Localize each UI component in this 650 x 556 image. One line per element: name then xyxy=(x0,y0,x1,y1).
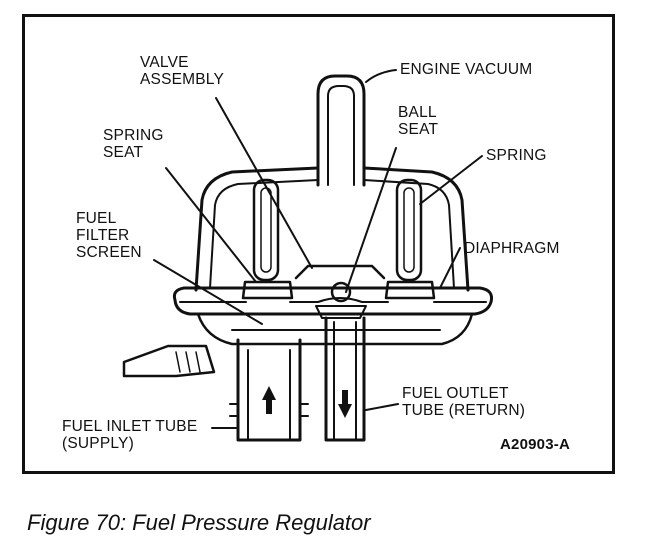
left-spring xyxy=(252,178,280,282)
upper-housing xyxy=(194,166,470,292)
inlet-flow-arrow xyxy=(262,386,276,414)
ball-valve xyxy=(330,281,352,303)
label-spring: SPRING xyxy=(486,147,547,164)
label-spring-seat: SPRING SEAT xyxy=(103,127,164,161)
leader-engine-vacuum xyxy=(365,69,397,83)
leader-fuel-outlet xyxy=(365,403,399,411)
lower-housing xyxy=(196,312,474,346)
leader-ball-seat xyxy=(345,147,397,293)
mounting-bracket xyxy=(122,344,216,378)
valve-assembly xyxy=(294,264,386,280)
outlet-flow-arrow xyxy=(338,390,352,418)
leader-spring-seat xyxy=(165,167,257,283)
leader-valve-assembly xyxy=(215,97,313,269)
label-fuel-filter-screen: FUEL FILTER SCREEN xyxy=(76,210,142,261)
label-fuel-outlet-tube: FUEL OUTLET TUBE (RETURN) xyxy=(402,385,526,419)
leader-fuel-filter-screen xyxy=(153,259,263,325)
figure-caption: Figure 70: Fuel Pressure Regulator xyxy=(27,510,371,535)
leader-diaphragm xyxy=(439,247,461,289)
label-valve-assembly: VALVE ASSEMBLY xyxy=(140,54,225,88)
housing-flange xyxy=(172,286,493,316)
right-spring xyxy=(395,178,423,282)
diaphragm xyxy=(179,297,487,303)
fuel-inlet-tube xyxy=(236,338,302,442)
spring-seat xyxy=(241,280,294,300)
label-ball-seat: BALL SEAT xyxy=(398,104,439,138)
fuel-outlet-tube xyxy=(324,316,366,442)
label-engine-vacuum: ENGINE VACUUM xyxy=(400,61,533,78)
label-fuel-inlet-tube: FUEL INLET TUBE (SUPPLY) xyxy=(62,418,198,452)
vacuum-nipple xyxy=(316,74,366,187)
label-diaphragm: DIAPHRAGM xyxy=(464,240,560,257)
figure-code: A20903-A xyxy=(500,436,570,453)
leader-spring xyxy=(419,155,483,205)
